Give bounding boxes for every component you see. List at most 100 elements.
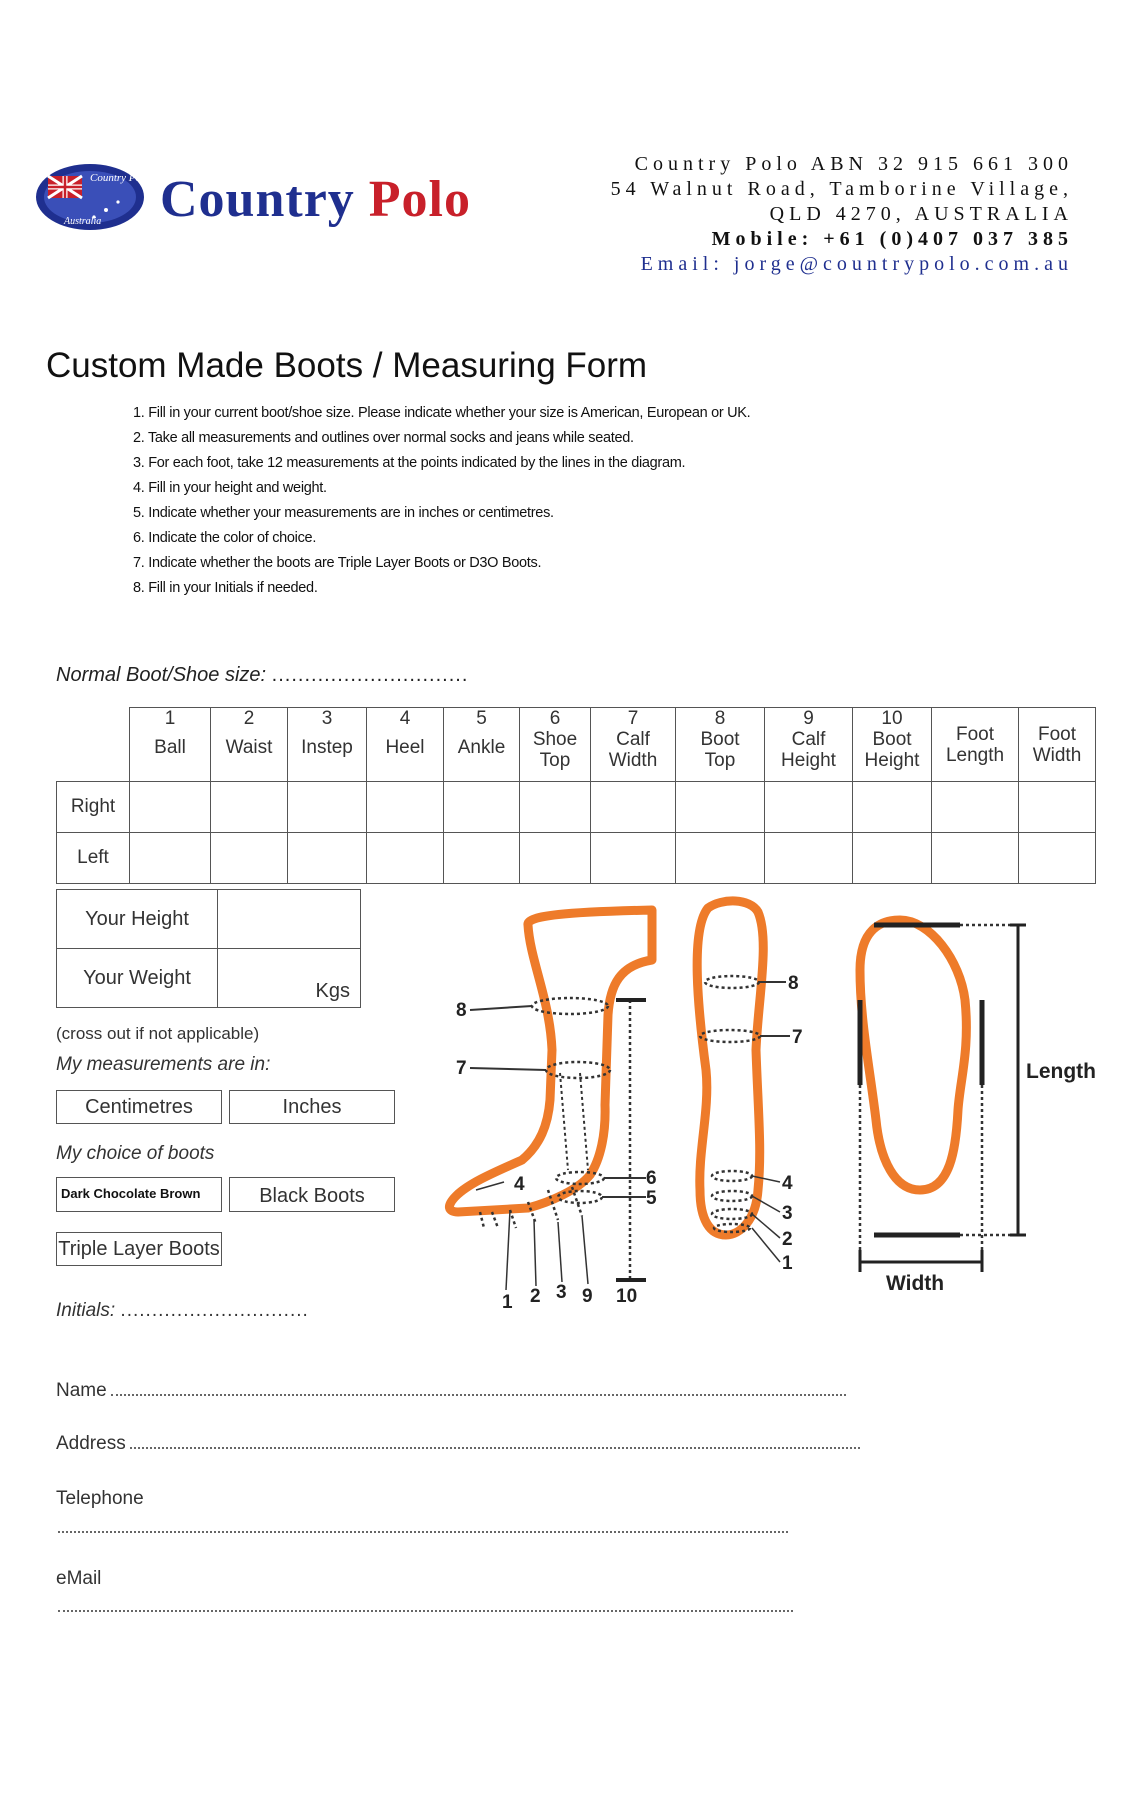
side-label-1: 1 xyxy=(502,1292,513,1313)
contact-mobile: Mobile: +61 (0)407 037 385 xyxy=(711,228,1073,250)
telephone-label: Telephone xyxy=(56,1488,144,1509)
col-label: Calf Width xyxy=(608,729,658,771)
address-line[interactable] xyxy=(129,1446,860,1449)
shoe-size-label: Normal Boot/Shoe size: xyxy=(56,664,267,686)
col-label: Heel xyxy=(385,737,425,758)
cell-right-instep[interactable] xyxy=(287,781,367,833)
side-label-9: 9 xyxy=(582,1286,593,1307)
logo-text-bottom: Australia xyxy=(63,216,101,227)
side-label-2: 2 xyxy=(530,1286,541,1307)
cell-left-instep[interactable] xyxy=(287,832,367,884)
cell-right-ball[interactable] xyxy=(129,781,211,833)
cell-right-boot-height[interactable] xyxy=(852,781,932,833)
address-field[interactable]: Address xyxy=(56,1433,860,1455)
col-label: Waist xyxy=(225,737,273,758)
black-boots-option[interactable]: Black Boots xyxy=(229,1177,395,1212)
cell-right-heel[interactable] xyxy=(366,781,444,833)
cell-right-shoe-top[interactable] xyxy=(519,781,591,833)
height-weight-table: Your Height Your Weight Kgs xyxy=(56,889,361,1008)
cell-right-calf-height[interactable] xyxy=(764,781,853,833)
front-label-4: 4 xyxy=(782,1173,793,1194)
email-field[interactable]: eMail xyxy=(56,1568,101,1590)
col-header-foot-width: Foot Width xyxy=(1018,707,1096,782)
width-label: Width xyxy=(886,1272,944,1295)
col-label: Instep xyxy=(301,737,353,758)
weight-input[interactable]: Kgs xyxy=(217,948,361,1008)
height-input[interactable] xyxy=(217,889,361,949)
weight-row: Your Weight Kgs xyxy=(56,948,361,1008)
cell-left-ball[interactable] xyxy=(129,832,211,884)
cell-left-calf-height[interactable] xyxy=(764,832,853,884)
initials-field[interactable]: Initials: .............................. xyxy=(56,1300,309,1322)
side-label-4: 4 xyxy=(514,1174,525,1195)
instruction-item: 2. Take all measurements and outlines ov… xyxy=(133,430,634,446)
row-label-left: Left xyxy=(56,832,130,884)
col-header-foot-length: Foot Length xyxy=(931,707,1019,782)
brand-name-part2: Polo xyxy=(368,171,472,228)
contact-email[interactable]: Email: jorge@countrypolo.com.au xyxy=(640,253,1073,275)
instruction-item: 5. Indicate whether your measurements ar… xyxy=(133,505,554,521)
front-label-1: 1 xyxy=(782,1253,793,1274)
cell-right-foot-length[interactable] xyxy=(931,781,1019,833)
cell-left-waist[interactable] xyxy=(210,832,288,884)
cell-left-boot-height[interactable] xyxy=(852,832,932,884)
inches-option[interactable]: Inches xyxy=(229,1090,395,1124)
col-num: 8 xyxy=(714,708,726,729)
length-label: Length xyxy=(1026,1060,1096,1083)
name-line[interactable] xyxy=(110,1393,846,1396)
col-num: 3 xyxy=(321,708,333,729)
front-label-8: 8 xyxy=(788,973,799,994)
instruction-item: 7. Indicate whether the boots are Triple… xyxy=(133,555,542,571)
shoe-size-field[interactable]: Normal Boot/Shoe size: .................… xyxy=(56,664,468,687)
centimetres-option[interactable]: Centimetres xyxy=(56,1090,222,1124)
cell-right-calf-width[interactable] xyxy=(590,781,676,833)
telephone-field[interactable]: Telephone xyxy=(56,1488,144,1510)
cell-left-ankle[interactable] xyxy=(443,832,520,884)
cell-left-shoe-top[interactable] xyxy=(519,832,591,884)
instructions-list: 1. Fill in your current boot/shoe size. … xyxy=(133,401,751,601)
cell-left-foot-width[interactable] xyxy=(1018,832,1096,884)
triple-layer-boots-option[interactable]: Triple Layer Boots xyxy=(56,1232,222,1266)
instruction-item: 3. For each foot, take 12 measurements a… xyxy=(133,455,686,471)
col-label: Shoe Top xyxy=(532,729,578,771)
cell-left-heel[interactable] xyxy=(366,832,444,884)
height-row: Your Height xyxy=(56,889,361,949)
name-field[interactable]: Name xyxy=(56,1380,846,1402)
measurement-diagram: 8 7 4 6 5 1 2 3 9 10 8 7 4 3 2 1 xyxy=(445,896,1096,1313)
side-label-10: 10 xyxy=(616,1286,637,1307)
cell-right-ankle[interactable] xyxy=(443,781,520,833)
col-num: 9 xyxy=(803,708,814,729)
weight-unit: Kgs xyxy=(315,980,350,1002)
shoe-size-dots[interactable]: .............................. xyxy=(271,664,469,686)
cell-right-waist[interactable] xyxy=(210,781,288,833)
front-label-3: 3 xyxy=(782,1203,793,1224)
cell-left-boot-top[interactable] xyxy=(675,832,765,884)
front-label-2: 2 xyxy=(782,1229,793,1250)
measurement-row-left: Left xyxy=(56,832,1096,884)
row-label-right: Right xyxy=(56,781,130,833)
email-line[interactable] xyxy=(58,1610,793,1612)
instruction-item: 6. Indicate the color of choice. xyxy=(133,530,317,546)
instruction-item: 4. Fill in your height and weight. xyxy=(133,480,327,496)
cell-right-foot-width[interactable] xyxy=(1018,781,1096,833)
side-label-3: 3 xyxy=(556,1282,567,1303)
cell-right-boot-top[interactable] xyxy=(675,781,765,833)
table-corner xyxy=(57,708,130,782)
cell-left-calf-width[interactable] xyxy=(590,832,676,884)
address-label: Address xyxy=(56,1433,126,1454)
cross-out-note: (cross out if not applicable) xyxy=(56,1024,260,1043)
dark-chocolate-brown-option[interactable]: Dark Chocolate Brown xyxy=(56,1177,222,1212)
initials-dots[interactable]: .............................. xyxy=(120,1300,309,1321)
col-label: Ankle xyxy=(457,737,506,758)
cell-left-foot-length[interactable] xyxy=(931,832,1019,884)
telephone-line[interactable] xyxy=(58,1531,788,1533)
side-label-7: 7 xyxy=(456,1058,467,1079)
choice-of-boots-label: My choice of boots xyxy=(56,1143,215,1164)
col-num: 5 xyxy=(476,708,487,729)
name-label: Name xyxy=(56,1380,107,1401)
col-label: Calf Height xyxy=(781,729,836,771)
